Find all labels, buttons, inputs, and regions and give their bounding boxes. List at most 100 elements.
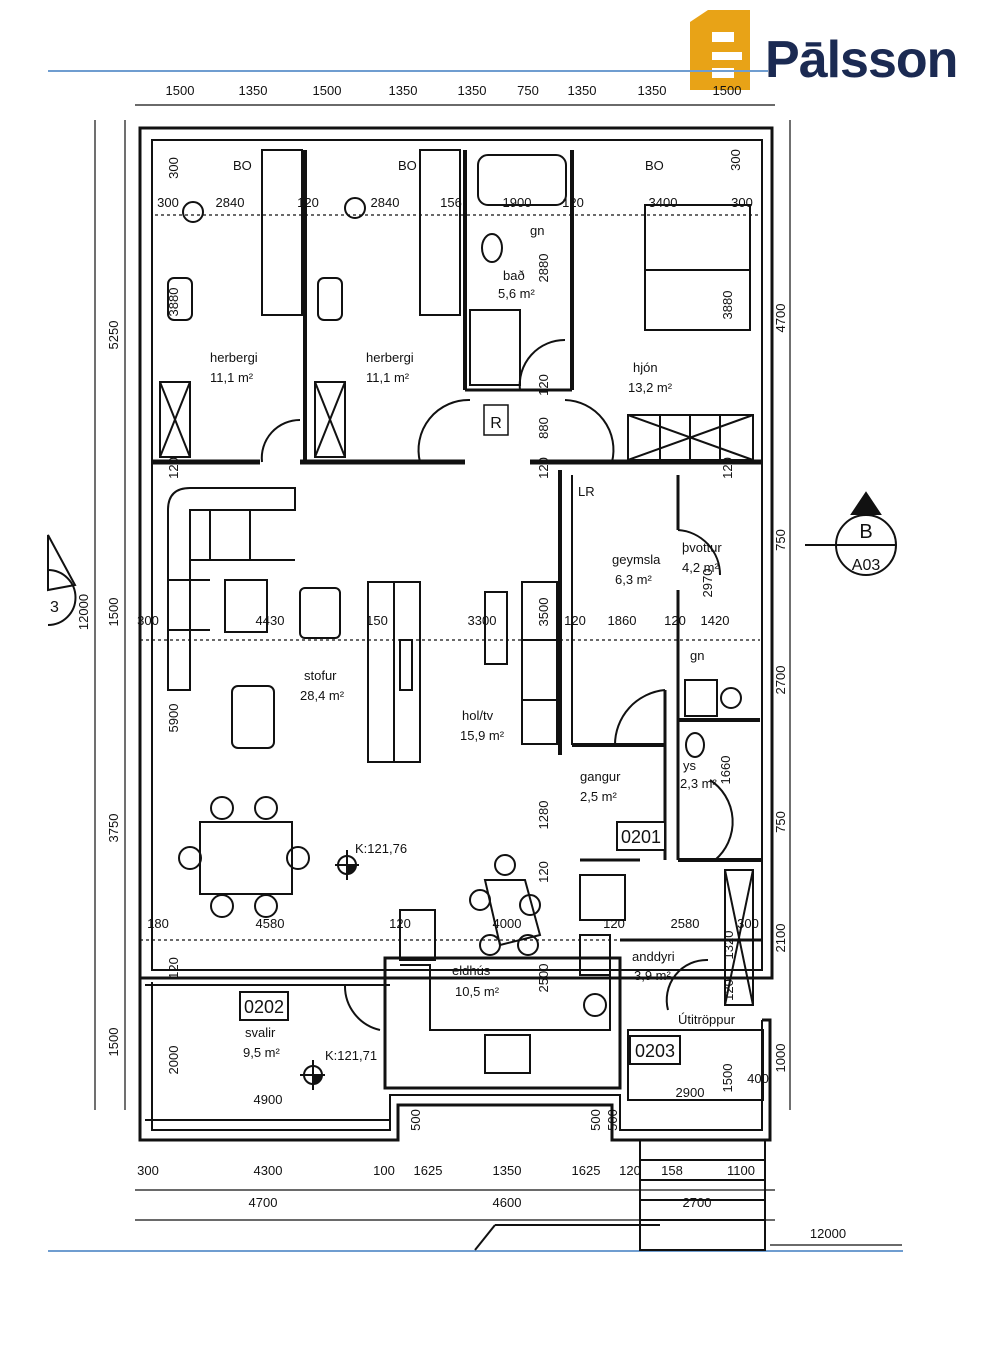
dim: 300 <box>166 157 181 179</box>
dim-top: 1500 <box>713 83 742 98</box>
coffee-table <box>484 591 508 665</box>
room-name: geymsla <box>612 552 661 567</box>
room-name: þvottur <box>682 540 722 555</box>
dim: 3880 <box>720 291 735 320</box>
shower <box>469 309 521 386</box>
tag-lr: LR <box>578 484 595 499</box>
inner-wall <box>151 139 763 971</box>
room-area: 6,3 m² <box>615 572 653 587</box>
wardrobe <box>159 381 191 458</box>
dining-table <box>199 821 293 895</box>
dim: 2880 <box>536 254 551 283</box>
dim: 1860 <box>608 613 637 628</box>
dim-right: 750 <box>773 529 788 551</box>
room-name: svalir <box>245 1025 276 1040</box>
dim-bottom: 1100 <box>727 1163 755 1178</box>
dim-top: 1350 <box>568 83 597 98</box>
dim: 4430 <box>256 613 285 628</box>
dim: 120 <box>166 957 181 979</box>
dim: 120 <box>564 613 586 628</box>
dim-right: 2100 <box>773 924 788 953</box>
dim: 1320 <box>721 931 736 960</box>
dim: 2500 <box>536 964 551 993</box>
dim: 500 <box>605 1109 620 1131</box>
dim: 400 <box>747 1071 769 1086</box>
room-name: herbergi <box>210 350 258 365</box>
dim: 880 <box>536 417 551 439</box>
dim: 1900 <box>503 195 532 210</box>
room-name: hjón <box>633 360 658 375</box>
dim-bottom: 1625 <box>572 1163 601 1178</box>
room-area: 4,2 m² <box>682 560 720 575</box>
dim: 150 <box>366 613 388 628</box>
dim: 120 <box>664 613 686 628</box>
dim: 4900 <box>254 1092 283 1107</box>
dim: 2900 <box>676 1085 705 1100</box>
dim: 120 <box>603 916 625 931</box>
unit-0201: 0201 <box>621 827 661 847</box>
unit-0203: 0203 <box>635 1041 675 1061</box>
dim-bottom: 158 <box>661 1163 683 1178</box>
dim: 120 <box>389 916 411 931</box>
room-area: 28,4 m² <box>300 688 345 703</box>
room-name: bað <box>503 268 525 283</box>
dim: 1660 <box>718 756 733 785</box>
dim-bottom: 2700 <box>683 1195 712 1210</box>
dim: 120 <box>721 979 736 1001</box>
dim-top: 1350 <box>458 83 487 98</box>
dim-bottom: 120 <box>619 1163 641 1178</box>
room-name: herbergi <box>366 350 414 365</box>
dim-top: 750 <box>517 83 539 98</box>
room-name: anddyri <box>632 949 675 964</box>
dim-bottom: 1625 <box>414 1163 443 1178</box>
tag-gn: gn <box>530 223 544 238</box>
dim-right: 1000 <box>773 1044 788 1073</box>
bottom-rule <box>48 1250 903 1252</box>
dim: 4580 <box>256 916 285 931</box>
level-k1: K:121,76 <box>355 841 407 856</box>
dim: 156 <box>440 195 462 210</box>
steps <box>639 1139 766 1251</box>
room-name: eldhús <box>452 963 491 978</box>
dim: 120 <box>562 195 584 210</box>
dim-top: 1350 <box>638 83 667 98</box>
room-name: stofur <box>304 668 337 683</box>
dim: 120 <box>536 457 551 479</box>
dim: 3880 <box>166 288 181 317</box>
room-name: hol/tv <box>462 708 494 723</box>
outer-wall <box>138 126 774 980</box>
dim: 120 <box>166 457 181 479</box>
dim: 2840 <box>371 195 400 210</box>
dim-top: 1350 <box>239 83 268 98</box>
dim: 120 <box>536 374 551 396</box>
dim-bottom: 4300 <box>254 1163 283 1178</box>
dim: 120 <box>536 861 551 883</box>
dim-left: 5250 <box>106 321 121 350</box>
dim: 1500 <box>720 1064 735 1093</box>
lower-outer-wall <box>138 978 772 1142</box>
room-area: 11,1 m² <box>210 370 254 385</box>
dim: 300 <box>728 149 743 171</box>
dim: 120 <box>720 457 735 479</box>
room-area: 13,2 m² <box>628 380 673 395</box>
level-marker-icon <box>347 865 356 874</box>
room-area: 5,6 m² <box>498 286 536 301</box>
tag-r: R <box>490 415 502 432</box>
tag-bo: BO <box>398 158 417 173</box>
dim: 3300 <box>468 613 497 628</box>
dim: 2970 <box>700 569 715 598</box>
unit-box-0201 <box>616 821 666 851</box>
room-area: 10,5 m² <box>455 984 500 999</box>
round-table <box>483 879 542 947</box>
dim: 5900 <box>166 704 181 733</box>
dim: 2580 <box>671 916 700 931</box>
dim-bottom: 4700 <box>249 1195 278 1210</box>
dim-left: 3750 <box>106 814 121 843</box>
dim-left: 1500 <box>106 1028 121 1057</box>
dim: 1280 <box>536 801 551 830</box>
section-letter: B <box>859 521 872 543</box>
dim: 180 <box>147 916 169 931</box>
dim: 300 <box>731 195 753 210</box>
r-box <box>483 404 509 436</box>
dim: 2840 <box>216 195 245 210</box>
